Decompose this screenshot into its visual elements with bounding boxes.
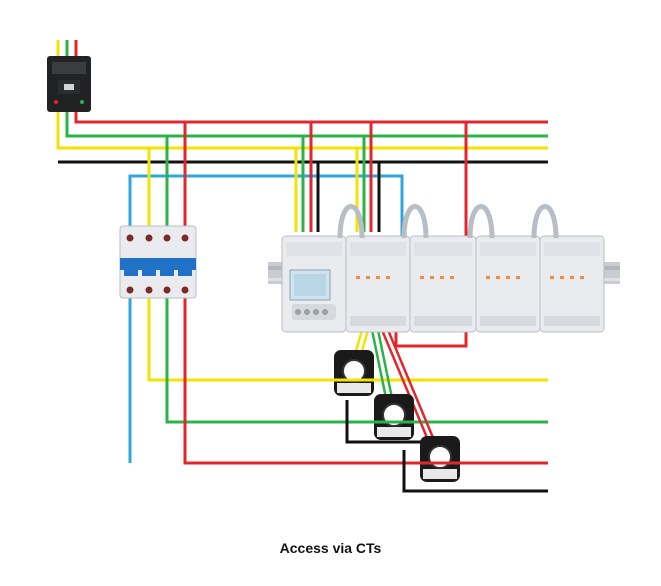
meter-voltage-drops: [294, 122, 381, 232]
bus-line-yellow: [56, 40, 548, 150]
phase-through-ct: [334, 378, 460, 465]
meter-assembly: [281, 204, 605, 333]
current-transformer-1: [334, 350, 374, 396]
meter-channel-module: [345, 235, 411, 333]
meter-channel-module: [409, 235, 477, 333]
diagram-caption: Access via CTs: [279, 540, 382, 556]
red-loop-wire: [394, 122, 468, 348]
ribbon-cable-loops: [337, 204, 559, 239]
current-transformer-3: [420, 436, 460, 482]
meter-channel-module: [475, 235, 541, 333]
main-mccb: [47, 56, 91, 112]
bus-line-red: [74, 40, 548, 124]
four-pole-breaker: [119, 225, 197, 299]
meter-display-module: [281, 235, 347, 333]
current-transformer-2: [374, 394, 414, 440]
meter-channel-module: [539, 235, 605, 333]
mcb-output-lines: [128, 296, 548, 493]
